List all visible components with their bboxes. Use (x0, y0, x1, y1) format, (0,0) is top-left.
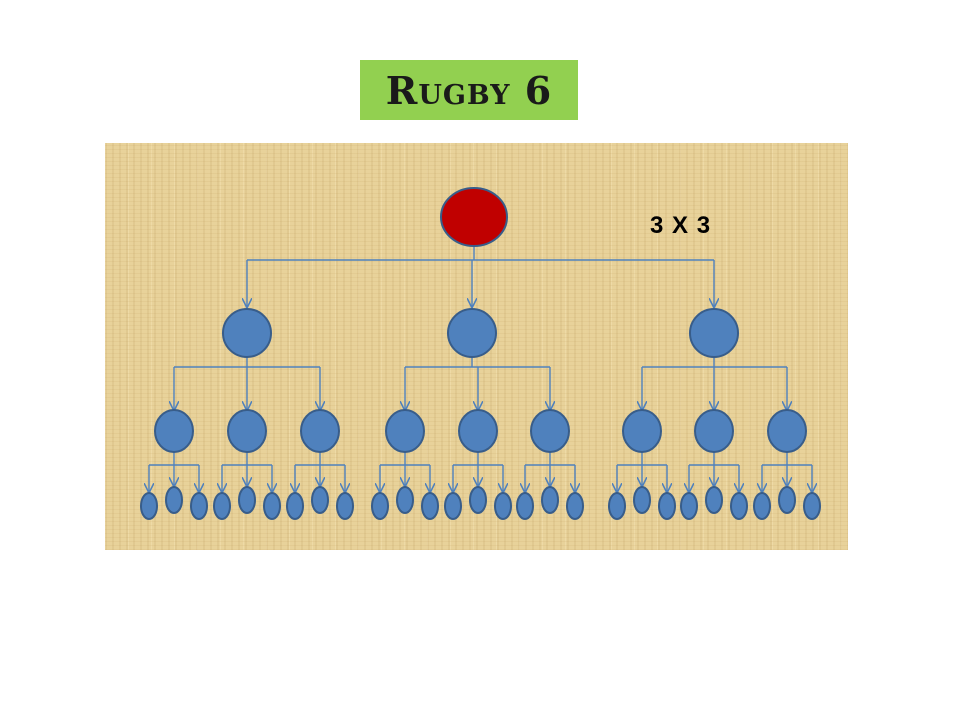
leaf-node (336, 492, 354, 520)
level2-node (767, 409, 807, 453)
leaf-node (541, 486, 559, 514)
level2-node (458, 409, 498, 453)
formation-label: 3 X 3 (650, 212, 712, 239)
leaf-node (421, 492, 439, 520)
level1-node (689, 308, 739, 358)
leaf-node (165, 486, 183, 514)
level2-node (622, 409, 662, 453)
level1-node (447, 308, 497, 358)
leaf-node (705, 486, 723, 514)
leaf-node (469, 486, 487, 514)
leaf-node (778, 486, 796, 514)
connector-lines (149, 246, 812, 492)
leaf-node (608, 492, 626, 520)
level2-node (530, 409, 570, 453)
leaf-node (680, 492, 698, 520)
page-title: Rugby 6 (385, 67, 553, 113)
level1-node (222, 308, 272, 358)
leaf-node (753, 492, 771, 520)
leaf-node (371, 492, 389, 520)
level2-node (227, 409, 267, 453)
leaf-node (566, 492, 584, 520)
root-node (440, 187, 508, 247)
level2-node (385, 409, 425, 453)
leaf-node (494, 492, 512, 520)
tree-nodes (140, 187, 821, 520)
level2-node (694, 409, 734, 453)
leaf-node (444, 492, 462, 520)
title-box: Rugby 6 (360, 60, 578, 120)
leaf-node (286, 492, 304, 520)
leaf-node (140, 492, 158, 520)
leaf-node (311, 486, 329, 514)
leaf-node (658, 492, 676, 520)
leaf-node (730, 492, 748, 520)
leaf-node (803, 492, 821, 520)
leaf-node (396, 486, 414, 514)
leaf-node (516, 492, 534, 520)
leaf-node (213, 492, 231, 520)
leaf-node (190, 492, 208, 520)
leaf-node (238, 486, 256, 514)
leaf-node (263, 492, 281, 520)
leaf-node (633, 486, 651, 514)
level2-node (300, 409, 340, 453)
level2-node (154, 409, 194, 453)
